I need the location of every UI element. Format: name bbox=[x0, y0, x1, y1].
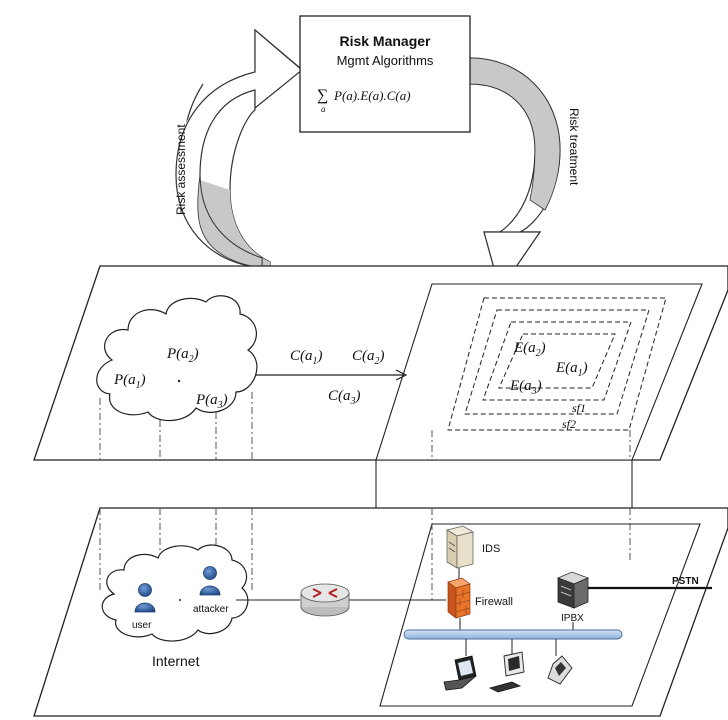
laptop-icon bbox=[443, 655, 477, 691]
sf1-label: sf1 bbox=[572, 401, 586, 415]
user-label: user bbox=[132, 620, 152, 631]
formula-sum: ∑ bbox=[317, 87, 328, 104]
svg-text:P(a2): P(a2) bbox=[166, 346, 199, 365]
c-a3-term: C(a3) bbox=[328, 388, 361, 407]
svg-text:E(a2): E(a2) bbox=[513, 340, 546, 359]
internet-label: Internet bbox=[152, 653, 200, 669]
svg-text:E(a3): E(a3) bbox=[509, 378, 542, 397]
pstn-label: PSTN bbox=[672, 576, 699, 587]
sf2-label: sf2 bbox=[562, 417, 576, 431]
right-arrow-shade bbox=[469, 57, 561, 211]
router-icon bbox=[300, 583, 350, 617]
attacker-person-icon bbox=[199, 566, 221, 596]
inner-frame-a bbox=[482, 321, 632, 401]
risk-manager-box bbox=[299, 15, 471, 133]
ids-label: IDS bbox=[482, 543, 500, 555]
svg-text:P(a3): P(a3) bbox=[195, 392, 228, 411]
e-a2-term: E(a2) bbox=[513, 340, 546, 359]
probability-cloud bbox=[96, 295, 258, 422]
bus-drops bbox=[465, 639, 557, 656]
user-person-icon bbox=[134, 583, 156, 613]
svg-text:C(a3): C(a3) bbox=[328, 388, 361, 407]
svg-text:C(a2): C(a2) bbox=[352, 348, 385, 367]
ipbx-server-icon bbox=[556, 571, 590, 609]
e-a3-term: E(a3) bbox=[509, 378, 542, 397]
left-arrow-shade bbox=[197, 174, 263, 269]
risk-assessment-arrow-shade bbox=[197, 180, 270, 268]
formula-body: P(a).E(a).C(a) bbox=[333, 88, 411, 103]
formula-sum-sub: a bbox=[321, 104, 326, 114]
lan-bus bbox=[403, 629, 623, 640]
risk-treatment-label: Risk treatment bbox=[567, 108, 581, 186]
risk-assessment-label: Risk assessment bbox=[174, 124, 188, 215]
c-a1-term: C(a1) bbox=[290, 348, 323, 367]
e-a1-term: E(a1) bbox=[555, 360, 588, 379]
risk-manager-title: Risk Manager bbox=[339, 33, 431, 49]
p-a3-term: P(a3) bbox=[195, 392, 228, 411]
firewall-label: Firewall bbox=[475, 596, 513, 608]
p-a2-term: P(a2) bbox=[166, 346, 199, 365]
attacker-label: attacker bbox=[193, 604, 229, 615]
ids-server-icon bbox=[445, 525, 475, 569]
projection-lines-upper bbox=[99, 392, 631, 460]
desktop-computer-icon bbox=[488, 651, 525, 693]
mobile-phone-icon bbox=[547, 655, 573, 685]
c-a2-term: C(a2) bbox=[352, 348, 385, 367]
sf1-frame bbox=[464, 309, 650, 415]
sf2-frame bbox=[447, 297, 667, 431]
risk-manager-subtitle: Mgmt Algorithms bbox=[337, 53, 434, 68]
firewall-icon bbox=[447, 577, 471, 619]
svg-text:E(a1): E(a1) bbox=[555, 360, 588, 379]
svg-text:P(a1): P(a1) bbox=[113, 372, 146, 391]
p-a1-term: P(a1) bbox=[113, 372, 146, 391]
svg-text:C(a1): C(a1) bbox=[290, 348, 323, 367]
ipbx-label: IPBX bbox=[561, 613, 584, 624]
